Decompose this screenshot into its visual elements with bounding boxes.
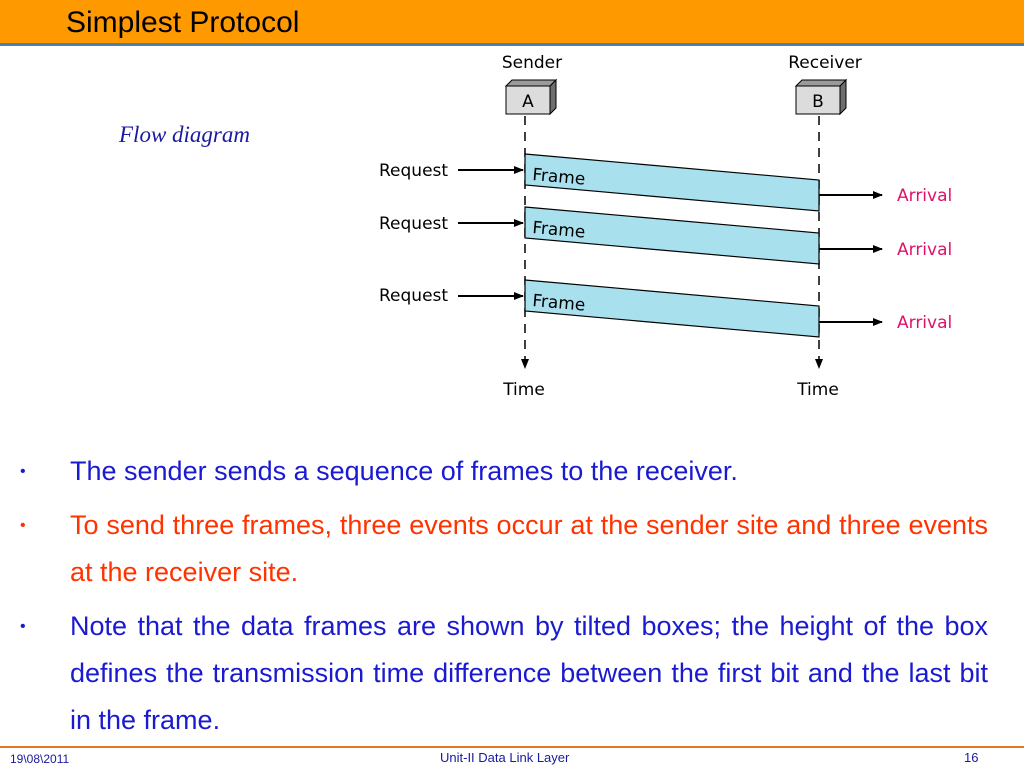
receiver-label: Receiver [788,53,862,73]
page-number: 16 [964,750,979,765]
footer-divider [0,746,1024,748]
frame-box [524,279,820,338]
bullet-item-2: • To send three frames, three events occ… [20,502,988,596]
frame-box [524,206,820,265]
receiver-box: B [794,78,848,116]
arrival-label: Arrival [897,313,952,333]
bullet-list: • The sender sends a sequence of frames … [20,448,988,751]
flow-diagram: Sender A Receiver B Time Time Request Fr… [379,53,952,400]
frame-box [524,153,820,212]
sender-time-label: Time [502,380,545,400]
sender-label: Sender [502,53,562,73]
sender-box-label: A [522,92,534,112]
bullet-text: To send three frames, three events occur… [70,510,988,587]
slide-title: Simplest Protocol [66,6,300,39]
bullet-text: Note that the data frames are shown by t… [70,611,988,735]
bullet-marker: • [20,463,26,480]
request-label: Request [379,286,448,306]
arrival-label: Arrival [897,186,952,206]
bullet-text: The sender sends a sequence of frames to… [70,456,738,486]
receiver-box-label: B [812,92,824,112]
footer-unit-title: Unit-II Data Link Layer [440,750,570,765]
bullet-marker: • [20,517,26,534]
frame-exchange-1: Request Frame Arrival [379,153,952,212]
frame-exchange-3: Request Frame Arrival [379,279,952,338]
bullet-item-3: • Note that the data frames are shown by… [20,603,988,744]
title-bar: Simplest Protocol [0,0,1024,43]
bullet-item-1: • The sender sends a sequence of frames … [20,448,988,495]
request-label: Request [379,214,448,234]
request-label: Request [379,161,448,181]
frame-label: Frame [532,165,587,190]
arrival-label: Arrival [897,240,952,260]
frame-label: Frame [532,218,587,243]
frame-label: Frame [532,291,587,316]
bullet-marker: • [20,618,26,635]
flow-diagram-caption: Flow diagram [119,122,250,147]
frame-exchange-2: Request Frame Arrival [379,206,952,265]
receiver-time-label: Time [796,380,839,400]
footer-date: 19\08\2011 [10,752,70,766]
sender-box: A [504,78,558,116]
title-divider [0,43,1024,46]
